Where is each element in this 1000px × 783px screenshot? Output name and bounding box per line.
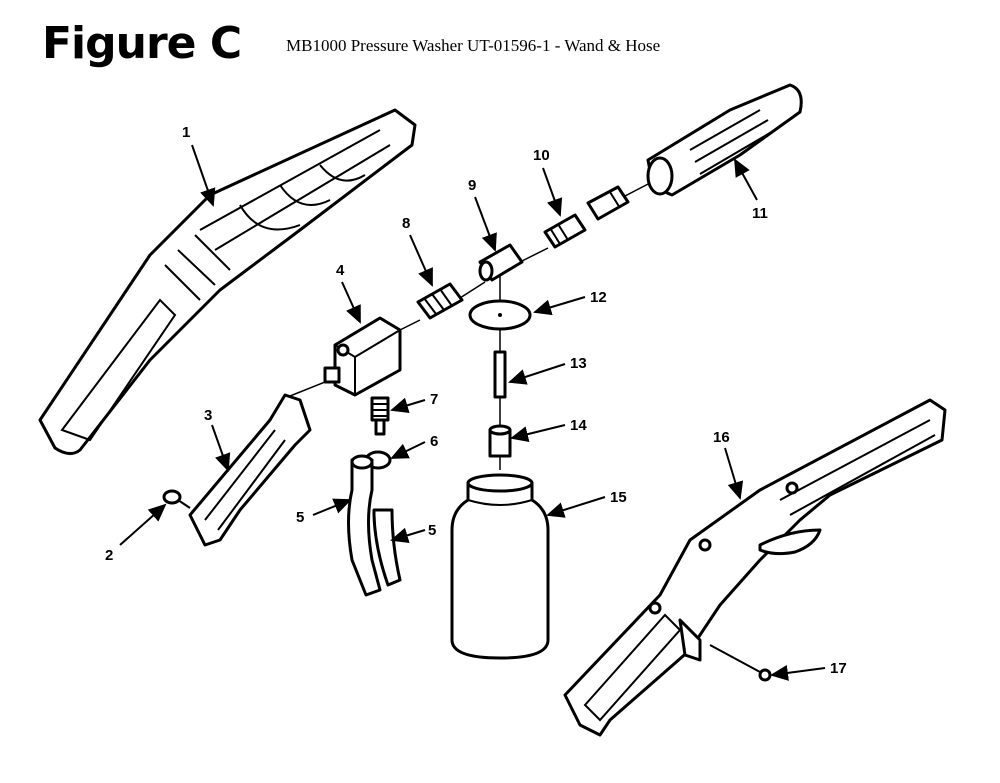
callout-11: 11: [752, 205, 768, 222]
callout-7: 7: [430, 391, 438, 408]
leader-5a: [312, 498, 352, 516]
assembly-axis-line: [284, 181, 653, 399]
part-8-coupler: [416, 282, 464, 320]
part-7-fitting: [370, 396, 390, 436]
part-17-screw: [709, 644, 772, 682]
part-13-pickup-tube: [493, 350, 507, 399]
leader-8: [409, 234, 433, 287]
part-4-valve-block: [323, 316, 402, 397]
callout-labels: 1 2 3 4 5 5 6 7 8 9 10 11 12 13 14 15 16…: [105, 124, 847, 677]
part-15-bottle: [450, 473, 550, 660]
leader-7: [390, 397, 426, 414]
callout-1: 1: [182, 124, 190, 141]
callout-15: 15: [610, 489, 627, 506]
part-10-nozzle-fittings: [543, 185, 630, 249]
part-14-filter: [488, 424, 512, 458]
leader-9: [474, 196, 497, 252]
leader-4: [341, 281, 361, 324]
callout-13: 13: [570, 355, 587, 372]
callout-4: 4: [336, 262, 345, 279]
callout-17: 17: [830, 660, 847, 677]
leader-13: [508, 363, 566, 385]
callout-3: 3: [204, 407, 212, 424]
leader-14: [510, 424, 566, 442]
callout-9: 9: [468, 177, 476, 194]
part-9-tube-connector: [478, 243, 524, 282]
callout-2: 2: [105, 547, 113, 564]
leader-5b: [390, 527, 426, 544]
leader-2: [119, 503, 167, 546]
part-11-nozzle-grip: [646, 83, 803, 197]
leader-10: [542, 167, 563, 217]
leader-16: [724, 447, 744, 500]
leader-15: [546, 496, 606, 518]
leader-12: [533, 296, 586, 316]
part-12-disc: [468, 299, 532, 331]
part-1-gun-handle-left: [38, 108, 417, 455]
callout-12: 12: [590, 289, 607, 306]
callout-14: 14: [570, 417, 587, 434]
callout-5b: 5: [428, 522, 436, 539]
leader-6: [390, 441, 426, 459]
leader-17: [770, 664, 826, 681]
figure-label: Figure C: [42, 18, 242, 69]
figure-title: MB1000 Pressure Washer UT-01596-1 - Wand…: [286, 36, 661, 55]
part-3-trigger: [188, 393, 312, 547]
callout-10: 10: [533, 147, 550, 164]
leader-3: [211, 424, 231, 472]
leader-1: [191, 144, 216, 207]
part-2-pin: [162, 489, 191, 509]
part-16-gun-handle-right: [563, 398, 947, 737]
callout-5a: 5: [296, 509, 304, 526]
callout-leaders: [119, 144, 826, 681]
callout-6: 6: [430, 433, 438, 450]
leader-11: [734, 158, 758, 201]
callout-16: 16: [713, 429, 730, 446]
callout-8: 8: [402, 215, 410, 232]
part-5-hoses: [347, 454, 402, 597]
